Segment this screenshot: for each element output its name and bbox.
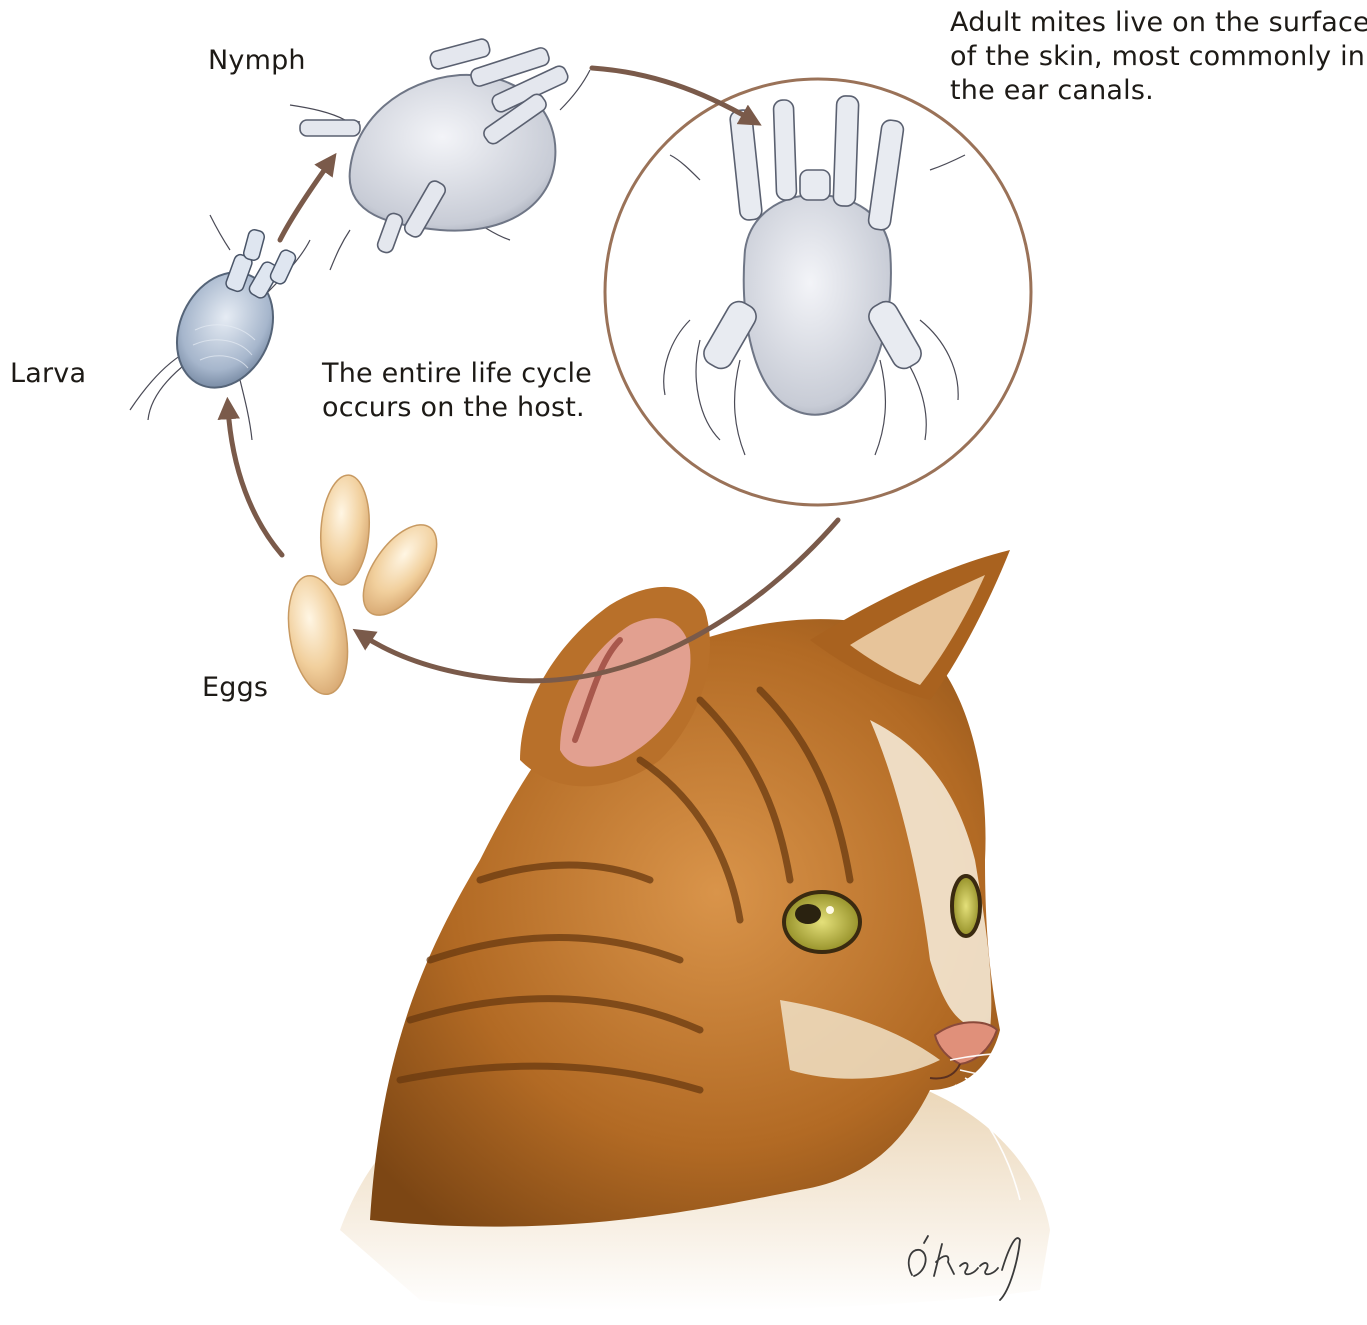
life-cycle-caption-line: The entire life cycle [322, 357, 592, 391]
cat-illustration [340, 550, 1090, 1311]
arrow-larva-to-nymph [280, 162, 330, 240]
arrow-eggs-to-larva [228, 408, 282, 555]
adult-mite-magnified [605, 79, 1031, 505]
larva-illustration [130, 215, 310, 440]
life-cycle-caption-line: occurs on the host. [322, 391, 592, 425]
larva-label: Larva [10, 357, 86, 391]
adult-caption: Adult mites live on the surface of the s… [950, 6, 1367, 108]
adult-caption-line: the ear canals. [950, 74, 1367, 108]
adult-caption-line: Adult mites live on the surface [950, 6, 1367, 40]
eggs-label: Eggs [202, 671, 268, 705]
nymph-illustration [290, 38, 590, 270]
life-cycle-caption: The entire life cycle occurs on the host… [322, 357, 592, 425]
nymph-label: Nymph [208, 44, 306, 78]
adult-caption-line: of the skin, most commonly in [950, 40, 1367, 74]
